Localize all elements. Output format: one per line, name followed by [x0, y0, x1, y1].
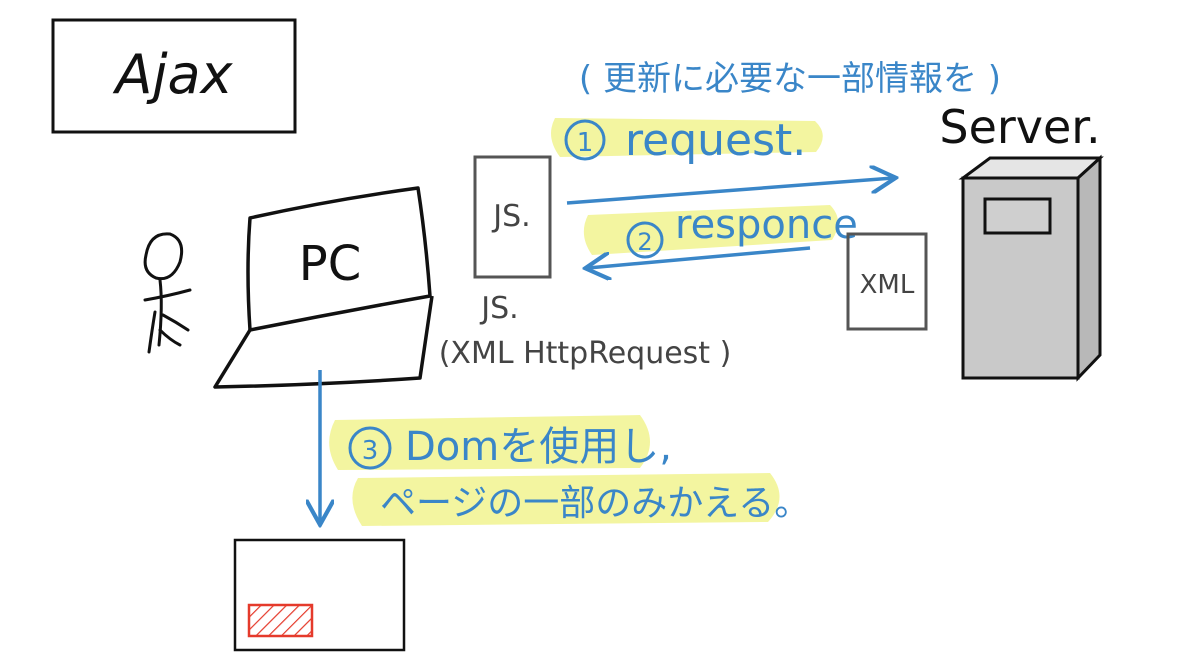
highlight-step3-line1: [329, 415, 650, 470]
highlight-step3-line2: [352, 473, 780, 526]
js-caption-line1: JS.: [479, 291, 518, 326]
step2-badge: 2: [626, 221, 664, 259]
highlight-request: [551, 118, 823, 157]
xml-label: XML: [860, 270, 915, 300]
web-page-box: [233, 538, 406, 652]
step1-label: request.: [625, 115, 806, 166]
step1-number: 1: [577, 128, 594, 158]
request-arrow: [566, 178, 893, 205]
step3-number: 3: [362, 436, 379, 466]
server-icon: [958, 154, 1104, 382]
xml-box: [846, 232, 928, 331]
step2-label: responce: [675, 202, 858, 248]
response-arrow: [588, 246, 811, 268]
step3-label: Domを使用し,: [405, 424, 672, 470]
pc-label: PC: [299, 236, 361, 292]
js-caption-line2: (XML HttpRequest ): [439, 336, 732, 371]
page-title: Ajax: [113, 43, 234, 106]
note-text: ( 更新に必要な一部情報を ): [579, 59, 1001, 99]
step1-badge: 1: [564, 119, 606, 161]
updated-region: [247, 603, 314, 638]
highlight-responce: [583, 205, 839, 255]
title-box: [51, 18, 297, 134]
js-box: [473, 155, 552, 279]
step2-number: 2: [637, 228, 652, 256]
server-label: Server.: [939, 100, 1100, 154]
step3-label-line2: ページの一部のみかえる。: [380, 483, 810, 524]
user-figure-icon: [143, 232, 192, 354]
js-box-label: JS.: [491, 199, 530, 234]
step3-badge: 3: [348, 426, 392, 470]
